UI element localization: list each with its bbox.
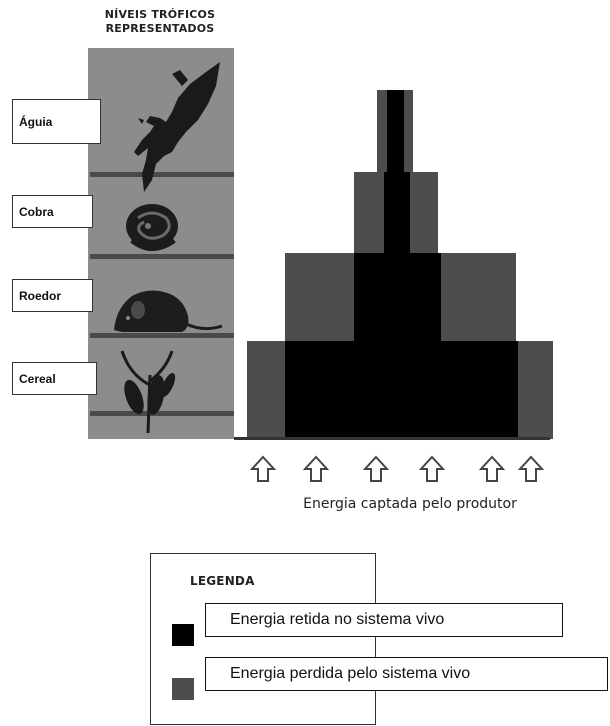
level-label-snake: Cobra <box>12 195 93 228</box>
arrow-up-icon <box>479 455 505 483</box>
arrow-up-icon <box>518 455 544 483</box>
level-label-cereal: Cereal <box>12 362 97 395</box>
legend-label-lost-text: Energia perdida pelo sistema vivo <box>230 665 471 682</box>
arrow-up-icon <box>419 455 445 483</box>
level-label-snake-text: Cobra <box>19 204 54 219</box>
eagle-icon <box>120 60 230 195</box>
pyramid-rodent-retained <box>354 253 441 341</box>
header-line-1: NÍVEIS TRÓFICOS <box>104 8 216 21</box>
legend-label-retained: Energia retida no sistema vivo <box>205 603 563 637</box>
arrow-up-icon <box>363 455 389 483</box>
header-line-2: REPRESENTADOS <box>105 22 215 35</box>
level-label-rodent-text: Roedor <box>19 288 61 303</box>
level-line-snake <box>90 254 234 259</box>
pyramid-baseline <box>234 437 550 440</box>
pyramid-cereal-retained <box>285 341 518 439</box>
pyramid-eagle-retained <box>387 90 404 172</box>
cereal-icon <box>110 345 190 435</box>
arrow-up-icon <box>250 455 276 483</box>
trophic-levels-header: NÍVEIS TRÓFICOS REPRESENTADOS <box>75 8 245 36</box>
legend-label-retained-text: Energia retida no sistema vivo <box>230 611 445 628</box>
level-line-eagle <box>90 172 234 177</box>
level-label-cereal-text: Cereal <box>19 371 56 386</box>
level-line-cereal <box>90 411 234 416</box>
legend-title: LEGENDA <box>190 574 255 588</box>
legend-swatch-lost <box>172 678 194 700</box>
level-label-rodent: Roedor <box>12 279 93 312</box>
arrow-up-icon <box>303 455 329 483</box>
level-label-eagle: Águia <box>12 99 101 144</box>
rodent-icon <box>108 286 226 338</box>
snake-icon <box>118 200 188 260</box>
pyramid-snake-retained <box>384 172 410 253</box>
legend-swatch-retained <box>172 624 194 646</box>
level-line-rodent <box>90 333 234 338</box>
level-label-eagle-text: Águia <box>19 114 53 129</box>
legend-label-lost: Energia perdida pelo sistema vivo <box>205 657 608 691</box>
energy-caption: Energia captada pelo produtor <box>303 496 517 512</box>
energy-pyramid <box>234 80 564 440</box>
